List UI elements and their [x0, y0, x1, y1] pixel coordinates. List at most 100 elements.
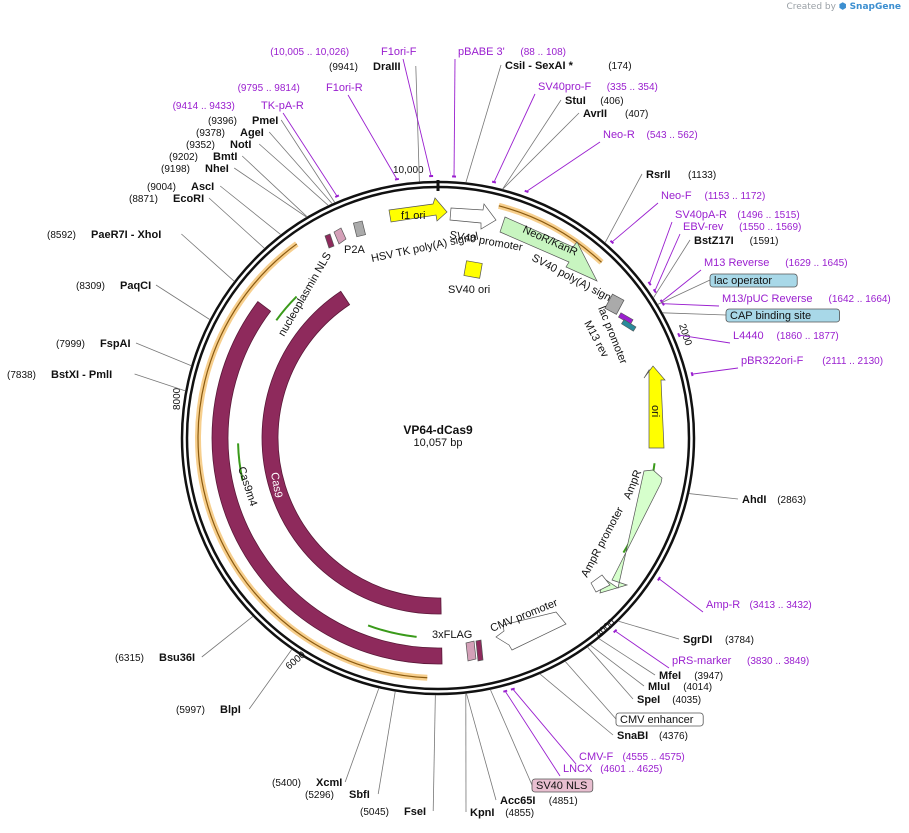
- enzyme-site-avrii[interactable]: AvrII(407): [583, 108, 648, 120]
- enzyme-site-stui[interactable]: StuI(406): [565, 95, 624, 107]
- p2a-box[interactable]: [353, 220, 366, 238]
- enzyme-site-ahdi[interactable]: AhdI(2863): [742, 494, 806, 506]
- enzyme-name: BmtI: [213, 151, 237, 163]
- enzyme-site-fsei[interactable]: (5045)FseI: [360, 806, 426, 818]
- enzyme-site-mlui[interactable]: MluI(4014): [648, 681, 712, 693]
- enzyme-site-blpi[interactable]: (5997)BlpI: [176, 704, 241, 716]
- enzyme-site-pmei[interactable]: (9396)PmeI: [208, 115, 278, 127]
- primer-ebv-rev[interactable]: EBV-rev(1550 .. 1569): [683, 221, 801, 233]
- enzyme-name: RsrII: [646, 169, 670, 181]
- primer-tk-pa-r[interactable]: (9414 .. 9433)TK-pA-R: [173, 100, 304, 112]
- enzyme-site-paer7i-xhoi[interactable]: (8592)PaeR7I - XhoI: [47, 229, 161, 241]
- enzyme-position: (5400): [272, 778, 301, 789]
- enzyme-leader-line: [415, 65, 420, 182]
- primer-range: (10,005 .. 10,026): [270, 47, 349, 58]
- enzyme-leader-line: [688, 493, 739, 500]
- enzyme-site-snabi[interactable]: SnaBI(4376): [617, 730, 688, 742]
- primer-neo-f[interactable]: Neo-F(1153 .. 1172): [661, 190, 765, 202]
- enzyme-position: (5997): [176, 705, 205, 716]
- enzyme-site-spei[interactable]: SpeI(4035): [637, 694, 701, 706]
- primer-neo-r[interactable]: Neo-R(543 .. 562): [603, 129, 698, 141]
- ori-arrow[interactable]: [643, 365, 666, 449]
- primer-f1ori-r[interactable]: (9795 .. 9814)F1ori-R: [238, 82, 363, 94]
- primer-mark: [657, 576, 661, 581]
- enzyme-site-acc65i[interactable]: Acc65I(4851): [500, 795, 578, 807]
- enzyme-position: (5045): [360, 807, 389, 818]
- primer-range: (335 .. 354): [607, 82, 658, 93]
- enzyme-site-fspai[interactable]: (7999)FspAI: [56, 338, 131, 350]
- sv40-ori-box[interactable]: [463, 260, 483, 279]
- enzyme-name: BstZ17I: [694, 235, 734, 247]
- enzyme-site-agei[interactable]: (9378)AgeI: [196, 127, 264, 139]
- primer-name: F1ori-R: [326, 82, 363, 94]
- enzyme-leader-line: [598, 638, 656, 676]
- boxed-feature-cap-binding-site[interactable]: CAP binding site: [725, 308, 840, 323]
- primer-pbabe-3-[interactable]: pBABE 3'(88 .. 108): [458, 46, 566, 58]
- primer-m13-reverse[interactable]: M13 Reverse(1629 .. 1645): [704, 257, 848, 269]
- boxed-feature-sv40-nls[interactable]: SV40 NLS: [531, 778, 594, 793]
- primer-m13-puc-reverse[interactable]: M13/pUC Reverse(1642 .. 1664): [722, 293, 891, 305]
- primer-range: (1629 .. 1645): [785, 258, 847, 269]
- boxed-feature-lac-operator[interactable]: lac operator: [709, 273, 798, 288]
- cas9m4-arc[interactable]: [211, 301, 443, 665]
- boxed-feature-leader: [564, 661, 617, 720]
- enzyme-site-kpni[interactable]: KpnI(4855): [470, 807, 534, 819]
- enzyme-leader-line: [268, 131, 333, 205]
- enzyme-site-bsu36i[interactable]: (6315)Bsu36I: [115, 652, 195, 664]
- cas9-arc[interactable]: [261, 290, 442, 615]
- enzyme-site-asci[interactable]: (9004)AscI: [147, 181, 214, 193]
- enzyme-site-bstz17i[interactable]: BstZ17I(1591): [694, 235, 779, 247]
- enzyme-site-bmti[interactable]: (9202)BmtI: [169, 151, 237, 163]
- enzyme-site-rsrii[interactable]: RsrII(1133): [646, 169, 716, 181]
- f1-ori-arrow[interactable]: [388, 197, 448, 223]
- enzyme-position: (8871): [129, 194, 158, 205]
- enzyme-position: (9198): [161, 164, 190, 175]
- enzyme-leader-line: [377, 691, 396, 795]
- primer-l4440[interactable]: L4440(1860 .. 1877): [733, 330, 839, 342]
- primer-amp-r[interactable]: Amp-R(3413 .. 3432): [706, 599, 812, 611]
- enzyme-site-draiii[interactable]: (9941)DraIII: [329, 61, 401, 73]
- primer-range: (4555 .. 4575): [623, 752, 685, 763]
- lac-operator-box[interactable]: [621, 319, 637, 332]
- enzyme-site-mfei[interactable]: MfeI(3947): [659, 670, 723, 682]
- ampr-promoter-arrow[interactable]: [590, 574, 611, 593]
- enzyme-site-ecori[interactable]: (8871)EcoRI: [129, 193, 204, 205]
- primer-leader-line: [661, 269, 702, 302]
- boxed-feature-cmv-enhancer[interactable]: CMV enhancer: [615, 712, 704, 727]
- primer-sv40pa-r[interactable]: SV40pA-R(1496 .. 1515): [675, 209, 800, 221]
- flag-nls-arrow[interactable]: [475, 639, 484, 662]
- enzyme-position: (9352): [186, 140, 215, 151]
- primer-sv40pro-f[interactable]: SV40pro-F(335 .. 354): [538, 81, 658, 93]
- enzyme-site-paqci[interactable]: (8309)PaqCI: [76, 280, 151, 292]
- primer-mark: [677, 332, 681, 338]
- enzyme-leader-line: [432, 694, 436, 812]
- enzyme-site-xcmi[interactable]: (5400)XcmI: [272, 777, 342, 789]
- cmv-promoter-arrow[interactable]: [495, 611, 567, 651]
- enzyme-site-csii-sexai-[interactable]: CsiI - SexAI *(174): [505, 60, 632, 72]
- lac-gray-box[interactable]: [604, 293, 625, 315]
- primer-f1ori-f[interactable]: (10,005 .. 10,026)F1ori-F: [270, 46, 417, 58]
- enzyme-site-bstxi-pmli[interactable]: (7838)BstXI - PmlI: [7, 369, 112, 381]
- sv40-promoter-arrow[interactable]: [449, 203, 497, 230]
- enzyme-site-sgrdi[interactable]: SgrDI(3784): [683, 634, 754, 646]
- primer-range: (88 .. 108): [520, 47, 566, 58]
- enzyme-site-nhei[interactable]: (9198)NheI: [161, 163, 229, 175]
- primer-range: (4601 .. 4625): [600, 764, 662, 775]
- primer-name: pRS-marker: [672, 655, 732, 667]
- enzyme-leader-line: [241, 155, 308, 218]
- primer-pbr322ori-f[interactable]: pBR322ori-F(2111 .. 2130): [741, 355, 883, 367]
- nls-small-arrow[interactable]: [324, 233, 335, 249]
- primer-lncx[interactable]: LNCX(4601 .. 4625): [563, 763, 662, 775]
- enzyme-leader-line: [258, 143, 329, 206]
- enzyme-site-sbfi[interactable]: (5296)SbfI: [305, 789, 370, 801]
- primer-cmv-f[interactable]: CMV-F(4555 .. 4575): [579, 751, 685, 763]
- sv40-nls-small-arrow[interactable]: [333, 227, 347, 245]
- enzyme-name: AvrII: [583, 108, 607, 120]
- green-arc-1: [367, 624, 417, 638]
- primer-prs-marker[interactable]: pRS-marker(3830 .. 3849): [672, 655, 809, 667]
- 3xflag-arrow[interactable]: [465, 640, 477, 662]
- primer-leader-line: [453, 58, 456, 177]
- enzyme-site-noti[interactable]: (9352)NotI: [186, 139, 251, 151]
- neor-kanr-arrow[interactable]: [499, 216, 598, 282]
